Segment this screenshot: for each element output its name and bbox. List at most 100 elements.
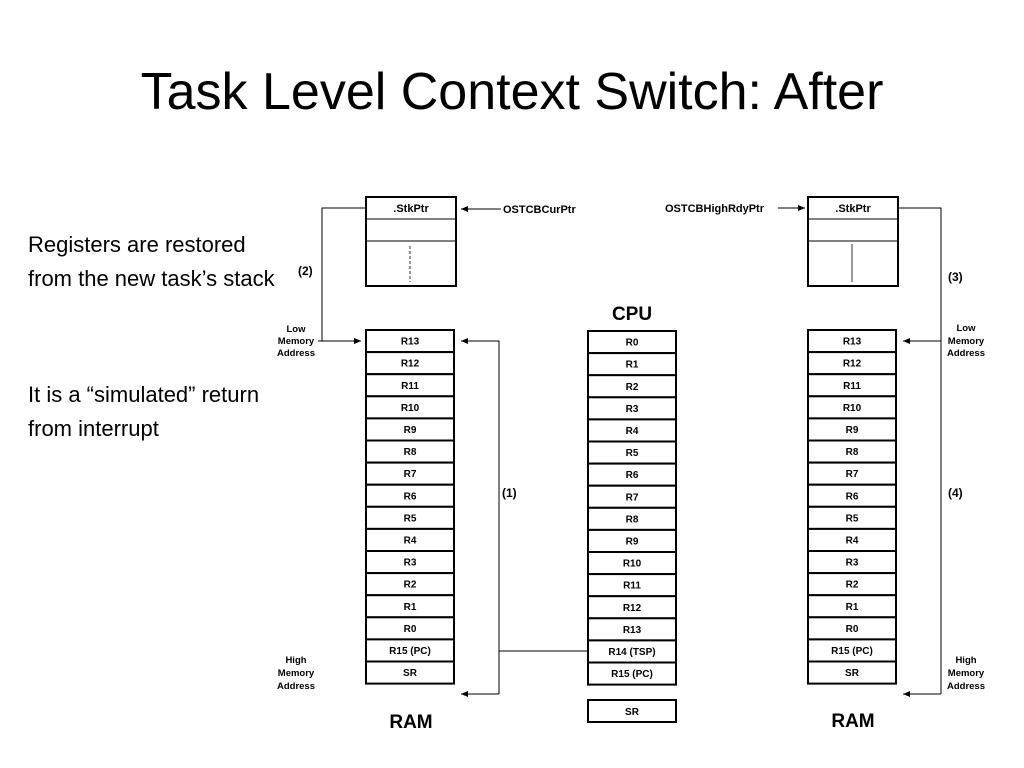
left-stack-cell: SR [365,660,455,685]
cpu-cell: R5 [587,440,677,465]
left-stack-cell: R8 [365,439,455,464]
right-stack-register-label: R13 [843,337,862,348]
left-stack-register-label: R6 [404,491,417,502]
left-stack-register-label: R15 (PC) [389,646,431,657]
cpu-cell: R14 (TSP) [587,639,677,664]
cpu-register-label: R2 [626,382,639,393]
right-stack-cell: R4 [807,527,897,553]
cpu-register-label: R9 [626,536,639,547]
ostcbhighrdyptr-label: OSTCBHighRdyPtr [665,203,765,215]
right-high-memory-address: High Memory Address [947,655,985,692]
step-3-label: (3) [948,270,963,284]
left-stack-cell: R13 [365,329,455,354]
cpu-cell: R7 [587,484,677,509]
right-stack-cell: R5 [807,505,897,530]
cpu-register-label: R4 [626,426,639,437]
right-stack-register-label: R1 [846,602,859,613]
left-stack-cell: R6 [365,483,455,508]
step-3-connector [898,207,942,344]
left-high-label-line-1: High [285,655,306,666]
cpu-register-label: R0 [626,338,639,349]
cpu-register-label: R11 [623,581,641,592]
right-stack-cell: R7 [807,461,897,486]
right-stack-cell: R6 [807,483,897,508]
right-stack-cell: R8 [807,439,897,464]
left-stack-register-label: R12 [401,359,420,370]
cpu-cell: R0 [587,330,677,355]
left-high-label-line-3: Address [277,681,315,692]
left-stack-cell: R15 (PC) [365,638,455,663]
right-stack-register-label: R9 [846,425,859,436]
left-high-memory-address: High Memory Address [277,655,315,692]
cpu-register-label: R10 [623,559,642,570]
left-stack-register-label: R8 [404,447,417,458]
right-stack-register-label: R12 [843,359,862,370]
left-stack-cell: R11 [365,373,455,398]
left-stack-register-label: SR [403,668,418,679]
left-stack-cell: R3 [365,550,455,575]
step-1-connector [461,338,500,694]
cpu-register-label: R3 [626,404,639,415]
left-stack-register-label: R7 [404,469,417,480]
bullet-registers-restored: Registers are restored from the new task… [28,232,275,291]
left-stack-cell: R12 [365,351,455,376]
right-high-label-line-1: High [955,655,976,666]
right-stack-register-label: R7 [846,469,859,480]
right-stack-cell: R15 (PC) [807,638,897,663]
right-low-memory-address: Low Memory Address [947,323,985,359]
left-stack-register-label: R11 [401,381,419,392]
cpu-cell: R12 [587,595,677,620]
left-stack-register-label: R0 [404,624,417,635]
right-tcb-stkptr-field: .StkPtr [835,203,871,215]
left-stack-cell: R7 [365,461,455,486]
right-stack-cell: SR [807,660,897,685]
right-stack-register-label: R10 [843,403,862,414]
cpu-register-label: R6 [626,470,639,481]
left-stack-register-label: R2 [404,580,417,591]
right-stack-register-label: R2 [846,580,859,591]
left-stack-register-label: R5 [404,513,417,524]
cpu-cell: R3 [587,396,677,421]
cpu-cell: R9 [587,528,677,554]
right-stack-cell: R12 [807,351,897,376]
cpu-cell: R1 [587,352,677,377]
left-ram-label: RAM [389,712,432,733]
left-stack-register-label: R3 [404,558,417,569]
right-stack-register-label: SR [845,668,860,679]
right-stack-cell: R9 [807,417,897,442]
cpu-cell: R11 [587,573,677,598]
cpu-register-label: R1 [626,360,639,371]
left-stack-register-label: R9 [404,425,417,436]
cpu-sr-register: SR [587,699,677,723]
right-low-label-line-3: Address [947,348,985,359]
left-low-label-line-2: Memory [278,336,315,347]
cpu-label: CPU [612,304,652,325]
left-low-label-line-3: Address [277,348,315,359]
cpu-cell: R8 [587,506,677,531]
left-stack-register-label: R1 [404,602,417,613]
right-stack-cell: R13 [807,329,897,354]
right-stack-register-label: R0 [846,624,859,635]
right-stack-cell: R1 [807,594,897,619]
right-low-label-line-2: Memory [948,336,985,347]
cpu-register-label: R7 [626,492,639,503]
cpu-register-label: R12 [623,603,642,614]
left-stack-cell: R4 [365,527,455,553]
cpu-register-label: R15 (PC) [611,669,653,680]
right-stack-register-label: R6 [846,491,859,502]
cpu-register-label: R13 [623,625,642,636]
right-low-label-line-1: Low [957,323,977,334]
cpu-cell: R2 [587,374,677,399]
bullet-simulated-return: It is a “simulated” return from interrup… [28,382,260,441]
ostcbcurptr-label: OSTCBCurPtr [503,204,576,216]
right-stack-cell: R0 [807,616,897,641]
left-low-label-line-1: Low [287,324,307,335]
right-stack-cell-box [807,660,897,685]
left-stack-register-label: R13 [401,337,420,348]
cpu-cell: R6 [587,462,677,487]
right-stack-register-label: R15 (PC) [831,646,873,657]
